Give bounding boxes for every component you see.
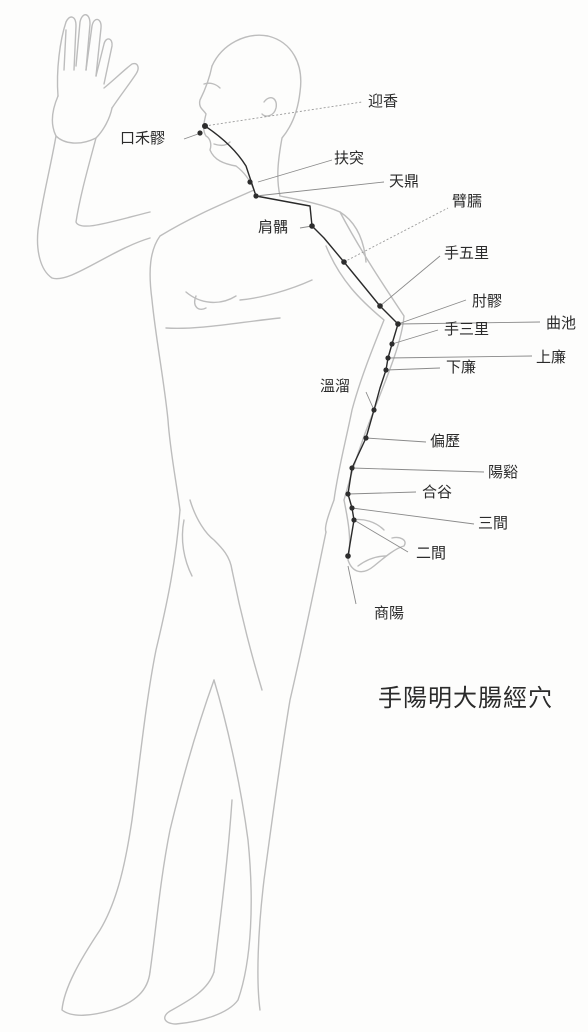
- point-shanglian: [385, 355, 391, 361]
- point-hegu: [345, 491, 351, 497]
- label-binao: 臂臑: [452, 192, 483, 210]
- point-shousanli: [389, 341, 395, 347]
- point-yangxi: [349, 465, 355, 471]
- point-kouheliao: [197, 130, 203, 136]
- legs-outline: [61, 509, 327, 1025]
- label-sanjian: 三間: [478, 514, 509, 532]
- meridian-path: [204, 125, 399, 557]
- label-yangxi: 陽谿: [488, 463, 519, 481]
- point-futu: [247, 179, 253, 185]
- raised-arm-outline: [36, 14, 151, 280]
- label-erjian: 二間: [416, 544, 447, 562]
- point-jianyu: [309, 223, 315, 229]
- point-pianli: [363, 435, 369, 441]
- point-sanjian: [349, 505, 355, 511]
- point-wenliu: [371, 407, 377, 413]
- label-yingxiang: 迎香: [368, 92, 399, 110]
- label-hegu: 合谷: [422, 483, 453, 501]
- torso-outline: [149, 189, 367, 577]
- head-outline: [198, 34, 302, 197]
- acupoints: [197, 123, 401, 559]
- label-jianyu: 肩髃: [258, 218, 289, 236]
- point-binao: [341, 259, 347, 265]
- label-futu: 扶突: [334, 149, 365, 167]
- label-xialian: 下廉: [446, 358, 477, 376]
- point-yingxiang: [202, 123, 208, 129]
- label-tianding: 天鼎: [389, 172, 420, 190]
- label-shangyang: 商陽: [374, 604, 405, 622]
- point-xialian: [383, 367, 389, 373]
- label-shousanli: 手三里: [444, 320, 490, 338]
- point-tianding: [253, 193, 259, 199]
- label-pianli: 偏歷: [430, 432, 461, 450]
- label-shouwuli: 手五里: [444, 244, 490, 262]
- chart-title: 手陽明大腸經穴: [378, 684, 553, 712]
- point-shangyang: [345, 553, 351, 559]
- label-zhouliao: 肘髎: [472, 292, 503, 310]
- label-quchi: 曲池: [546, 314, 577, 332]
- label-kouheliao: 口禾髎: [120, 129, 166, 147]
- label-wenliu: 溫溜: [320, 377, 351, 395]
- point-shouwuli: [377, 303, 383, 309]
- point-erjian: [351, 517, 357, 523]
- label-shanglian: 上廉: [536, 348, 567, 366]
- point-quchi: [395, 321, 401, 327]
